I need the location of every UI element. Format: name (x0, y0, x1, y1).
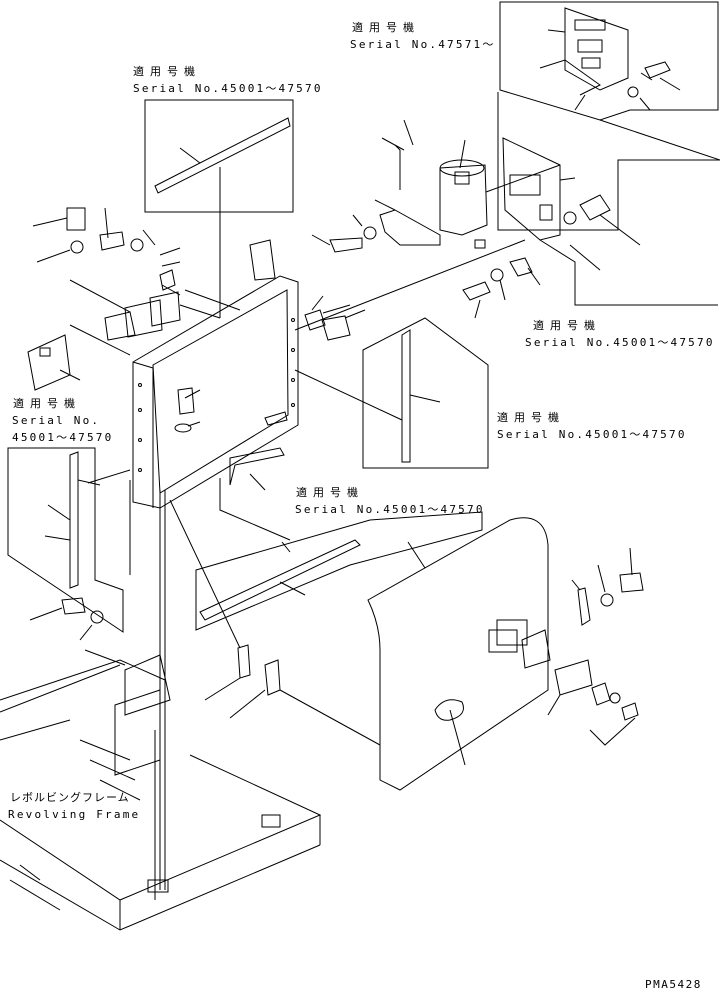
pad-icon (554, 659, 593, 696)
bolt-icon (304, 309, 326, 331)
clip-icon (264, 411, 288, 426)
applicable-serial-note-jp: 適用号機 (296, 486, 364, 499)
bolt-icon (579, 194, 611, 221)
inset-box-mid-right (362, 317, 489, 469)
washer-icon (363, 226, 377, 240)
bolt-icon (66, 207, 86, 231)
inset-box-bottom-center (195, 511, 483, 631)
applicable-serial-note-en: Serial No.45001～47570 (525, 336, 715, 349)
tank-bracket-group (294, 119, 641, 331)
applicable-serial-note-jp: 適用号機 (13, 397, 81, 410)
side-cover (367, 517, 551, 791)
bolt-icon (619, 572, 644, 593)
inset-box-top-right (499, 1, 719, 121)
nut-icon (591, 682, 611, 706)
bolt-icon (99, 231, 125, 251)
applicable-serial-note-jp: 適用号機 (497, 411, 565, 424)
drawing-code: PMA5428 (645, 978, 702, 991)
strap (379, 209, 441, 246)
radiator-frame (27, 207, 366, 509)
revolving-frame (0, 490, 322, 931)
clip-icon (237, 644, 251, 679)
bolt-icon (329, 237, 363, 253)
washer-icon (70, 240, 84, 254)
inset-box-left (7, 447, 124, 633)
inset-box-top-left (144, 99, 294, 213)
clip-icon (509, 257, 533, 277)
applicable-serial-note-en: Serial No.47571～ (350, 38, 496, 51)
applicable-serial-note-jp: 適用号機 (133, 65, 201, 78)
clip-icon (264, 659, 281, 696)
washer-icon (600, 593, 614, 607)
bolt-icon (621, 702, 639, 721)
applicable-serial-note-en: Serial No.45001～47570 (295, 503, 485, 516)
bolt-icon (61, 597, 86, 615)
bracket-icon (577, 587, 591, 626)
washer-icon (174, 423, 192, 433)
revolving-frame-label-en: Revolving Frame (8, 808, 141, 821)
washer-icon (490, 268, 504, 282)
bracket-plate (502, 137, 561, 241)
reserve-tank (439, 164, 488, 236)
bolt-icon (321, 315, 351, 341)
bolt-icon (644, 61, 671, 79)
washer-icon (627, 86, 639, 98)
washer-icon (130, 238, 144, 252)
washer-icon (563, 211, 577, 225)
washer-icon (90, 610, 104, 624)
bracket-left-icon (27, 334, 71, 391)
revolving-frame-label-jp: レボルビングフレーム (10, 791, 130, 804)
applicable-serial-note-en: Serial No.45001～47570 (497, 428, 687, 441)
applicable-serial-note-en: Serial No.45001～47570 (133, 82, 323, 95)
applicable-serial-note-jp: 適用号機 (533, 319, 601, 332)
applicable-serial-note-range: 45001～47570 (12, 431, 114, 444)
handle-icon (229, 447, 285, 486)
bolt-icon (177, 387, 195, 415)
washer-icon (609, 692, 621, 704)
applicable-serial-note-jp: 適用号機 (352, 21, 420, 34)
bolt-icon (462, 281, 491, 301)
gasket-icon (159, 269, 176, 291)
applicable-serial-note-en: Serial No. (12, 414, 101, 427)
